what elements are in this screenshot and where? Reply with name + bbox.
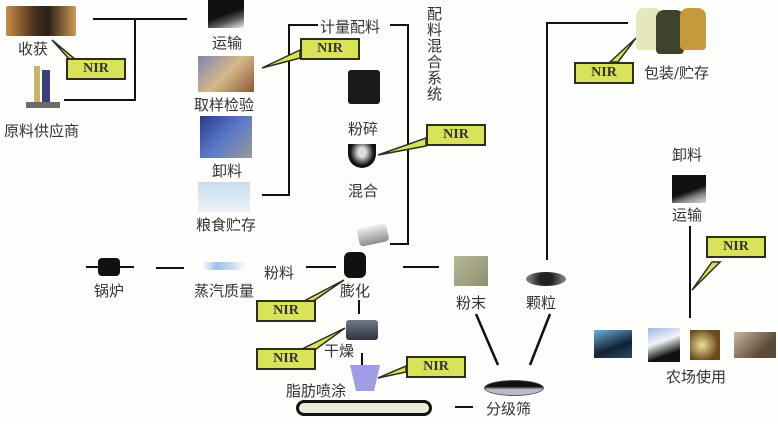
transport-image bbox=[208, 0, 244, 28]
batching-bracket-right bbox=[407, 24, 409, 244]
nir-badge-extrusion: NIR bbox=[256, 300, 316, 322]
label-batching: 计量配料 bbox=[320, 18, 381, 36]
dash-powder bbox=[403, 266, 439, 268]
connector-dryer-coater bbox=[361, 353, 363, 365]
label-extrusion: 膨化 bbox=[340, 282, 371, 300]
farm-image-poultry bbox=[690, 330, 720, 360]
label-mixing: 混合 bbox=[348, 182, 379, 200]
connector-to-extruder bbox=[390, 243, 409, 245]
nir-badge-drying: NIR bbox=[256, 348, 316, 370]
nir-pointer-sampling bbox=[261, 48, 301, 69]
connector-pellets-sieve bbox=[528, 313, 552, 366]
label-supplier: 原料供应商 bbox=[4, 122, 80, 140]
dryer-icon bbox=[346, 320, 378, 340]
nir-pointer-harvest bbox=[51, 39, 79, 61]
dash-conveyor bbox=[455, 406, 473, 408]
boiler-icon bbox=[86, 258, 134, 276]
farm-image-shrimp bbox=[648, 328, 680, 362]
farm-image-fish bbox=[594, 330, 632, 358]
label-harvest: 收获 bbox=[18, 40, 49, 58]
batching-bracket-left bbox=[288, 24, 290, 195]
connector-storage bbox=[262, 194, 290, 196]
dash-steam bbox=[306, 266, 336, 268]
nir-badge-harvest: NIR bbox=[66, 58, 126, 80]
connector-harvest bbox=[93, 18, 187, 20]
grinder-icon bbox=[348, 70, 380, 104]
label-grading-sieve: 分级筛 bbox=[486, 400, 532, 418]
label-mixing-system: 配料混合系统 bbox=[425, 6, 443, 102]
dash-boiler bbox=[156, 267, 184, 269]
label-transport: 运输 bbox=[212, 34, 243, 52]
connector-farm-vertical bbox=[689, 226, 691, 318]
nir-badge-fat-coating: NIR bbox=[406, 356, 466, 378]
label-pellets: 颗粒 bbox=[526, 294, 557, 312]
fat-coater-icon bbox=[350, 365, 380, 391]
connector-pellets-vertical bbox=[546, 22, 548, 260]
packaging-bags-image bbox=[636, 4, 708, 54]
connector-left-vertical bbox=[134, 18, 136, 100]
pellets-image bbox=[526, 272, 566, 286]
hopper-icon bbox=[356, 223, 390, 247]
nir-badge-transport-2: NIR bbox=[706, 236, 766, 258]
label-fat-coating: 脂肪喷涂 bbox=[286, 382, 347, 400]
label-powder: 粉末 bbox=[456, 294, 487, 312]
mixer-icon bbox=[348, 144, 376, 168]
transport-2-image bbox=[672, 175, 706, 203]
label-sampling: 取样检验 bbox=[194, 96, 255, 114]
nir-pointer-fat bbox=[377, 364, 407, 379]
nir-badge-sampling: NIR bbox=[300, 38, 360, 60]
nir-pointer-extrusion bbox=[301, 279, 345, 303]
nir-badge-packaging: NIR bbox=[574, 62, 634, 84]
conveyor-icon bbox=[296, 400, 432, 416]
farm-image-livestock bbox=[734, 332, 776, 358]
powder-image bbox=[454, 256, 488, 286]
supplier-silo-icon bbox=[24, 66, 60, 110]
unloading-image bbox=[200, 116, 252, 158]
sampling-image bbox=[198, 56, 254, 92]
nir-pointer-transport2 bbox=[691, 261, 722, 291]
grading-sieve-icon bbox=[484, 380, 544, 396]
nir-pointer-mixing bbox=[377, 136, 427, 156]
label-mash: 粉料 bbox=[264, 264, 295, 282]
label-boiler: 锅炉 bbox=[94, 282, 125, 300]
nir-pointer-packaging bbox=[608, 37, 637, 63]
harvest-image bbox=[6, 6, 76, 36]
label-drying: 干燥 bbox=[324, 342, 355, 360]
grain-storage-image bbox=[198, 182, 250, 212]
steam-icon bbox=[202, 262, 246, 270]
connector-pellets-top bbox=[546, 22, 628, 24]
batching-bracket-top-left bbox=[288, 24, 318, 26]
label-farm-use: 农场使用 bbox=[666, 368, 727, 386]
label-transport-2: 运输 bbox=[672, 206, 703, 224]
connector-extruder-dryer bbox=[358, 300, 360, 314]
nir-badge-mixing: NIR bbox=[426, 124, 486, 146]
label-steam-quality: 蒸汽质量 bbox=[194, 282, 255, 300]
connector-supplier bbox=[64, 99, 136, 101]
extruder-icon bbox=[344, 252, 366, 278]
label-packaging-storage: 包装/贮存 bbox=[644, 64, 710, 82]
label-unloading: 卸料 bbox=[212, 162, 243, 180]
label-grain-storage: 粮食贮存 bbox=[196, 216, 257, 234]
label-unloading-2: 卸料 bbox=[672, 146, 703, 164]
batching-bracket-top-right bbox=[390, 24, 408, 26]
label-grinding: 粉碎 bbox=[348, 120, 379, 138]
connector-powder-sieve bbox=[474, 313, 500, 366]
